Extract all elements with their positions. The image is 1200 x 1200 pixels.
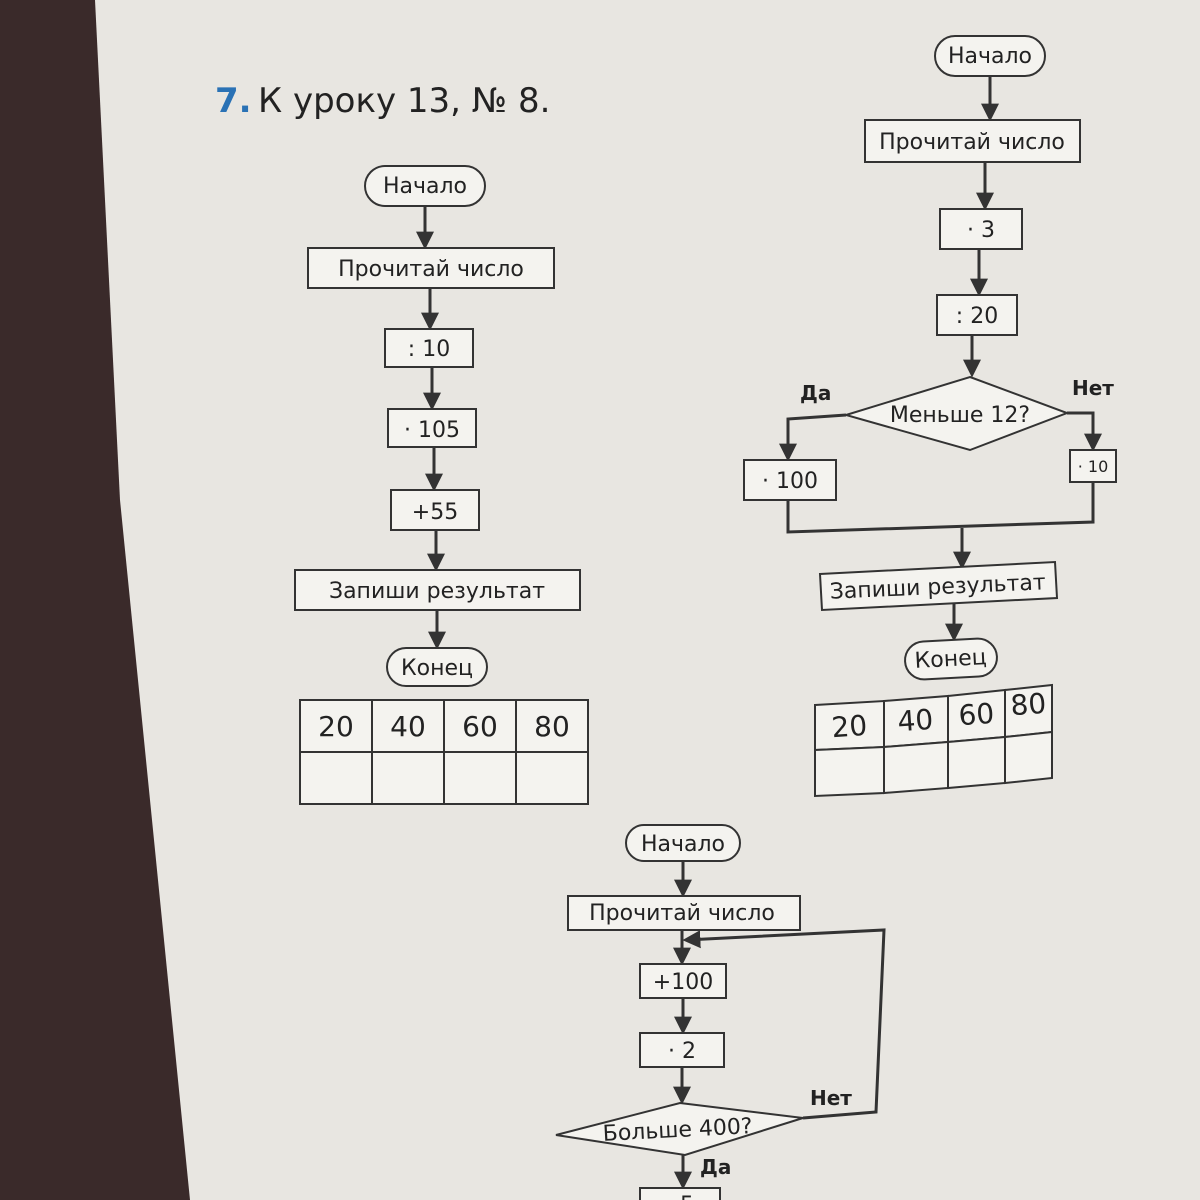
- fc3-op2-label: · 2: [668, 1039, 696, 1064]
- fc1-table-cell: [515, 699, 589, 753]
- fc2-op1-label: · 3: [967, 218, 995, 243]
- fc1-table-value: 80: [534, 710, 570, 743]
- fc1-op1-label: : 10: [408, 337, 450, 362]
- fc1-table-cell: [299, 699, 373, 753]
- fc2-end-node: [904, 637, 998, 681]
- fc3-next-op-node: [639, 1187, 721, 1200]
- fc1-write-label: Запиши результат: [329, 579, 545, 604]
- fc1-read-label: Прочитай число: [338, 257, 524, 282]
- fc1-table-cell[interactable]: [371, 751, 445, 805]
- fc2-op2-node: [936, 294, 1018, 336]
- fc2-table-cell[interactable]: [947, 735, 1006, 790]
- fc3-start-label: Начало: [641, 832, 725, 857]
- fc2-no-op-node: [1069, 449, 1117, 483]
- fc1-start-label: Начало: [383, 174, 467, 199]
- exercise-number: 7.: [215, 81, 252, 121]
- fc1-op2-label: · 105: [404, 418, 460, 443]
- fc2-no-label: Нет: [1072, 376, 1114, 400]
- fc3-op2-node: [639, 1032, 725, 1068]
- fc2-read-label: Прочитай число: [879, 130, 1065, 155]
- fc2-table: 20 40 60 80: [814, 683, 1053, 798]
- fc3-loop-back: [682, 928, 886, 1120]
- fc1-op1-node: [384, 328, 474, 368]
- fc3-no-label: Нет: [810, 1086, 852, 1110]
- fc1-table-cell[interactable]: [299, 751, 373, 805]
- fc2-no-op-label: · 10: [1078, 457, 1109, 476]
- fc2-table-cell[interactable]: [814, 745, 885, 798]
- fc2-table-value: 80: [1009, 687, 1047, 722]
- fc1-end-node: [386, 647, 488, 687]
- fc1-table-cell: [443, 699, 517, 753]
- fc2-op1-node: [939, 208, 1023, 250]
- fc2-table-value: 60: [957, 697, 995, 732]
- fc1-end-label: Конец: [401, 656, 473, 681]
- fc2-start-label: Начало: [948, 44, 1032, 69]
- fc2-condition-node: [842, 375, 1070, 452]
- fc2-yes-op-node: [743, 459, 837, 501]
- fc3-read-node: [567, 895, 801, 931]
- fc3-op1-label: +100: [653, 970, 713, 995]
- flowchart-1: Начало Прочитай число : 10 · 105 +55 Зап…: [294, 165, 589, 805]
- fc3-yes-label: Да: [700, 1155, 731, 1179]
- fc2-yes-label: Да: [800, 381, 831, 405]
- fc2-condition-label: Меньше 12?: [890, 403, 1030, 428]
- fc2-yes-branch: [779, 413, 847, 462]
- fc1-op3-label: +55: [412, 500, 458, 525]
- fc2-end-label: Конец: [914, 645, 987, 674]
- flowchart-2: Начало Прочитай число · 3 : 20 Меньше 12…: [743, 35, 1117, 798]
- fc2-op2-label: : 20: [956, 304, 998, 329]
- fc1-write-node: [294, 569, 581, 611]
- fc3-read-label: Прочитай число: [589, 901, 775, 926]
- fc3-op1-node: [639, 963, 727, 999]
- fc1-table: 20 40 60 80: [299, 699, 589, 805]
- fc2-table-value: 20: [830, 709, 868, 744]
- fc2-merge-line: [786, 482, 1095, 534]
- fc3-next-op-label: · 5: [666, 1193, 694, 1200]
- flowchart-3: Начало Прочитай число +100 · 2 Больше 40…: [555, 824, 886, 1200]
- fc1-table-value: 60: [462, 710, 498, 743]
- fc2-no-branch: [1067, 411, 1102, 452]
- fc1-table-cell[interactable]: [443, 751, 517, 805]
- fc1-table-value: 20: [318, 710, 354, 743]
- exercise-title: К уроку 13, № 8.: [258, 81, 550, 121]
- fc2-write-node: [818, 560, 1059, 612]
- fc1-table-value: 40: [390, 710, 426, 743]
- fc2-table-value: 40: [896, 703, 934, 738]
- fc1-table-cell[interactable]: [515, 751, 589, 805]
- fc2-table-cell[interactable]: [883, 740, 949, 795]
- fc3-condition-node: [555, 1101, 804, 1157]
- fc2-table-cell[interactable]: [1004, 730, 1053, 785]
- fc2-read-node: [864, 119, 1081, 163]
- fc2-yes-op-label: · 100: [762, 469, 818, 494]
- fc1-op2-node: [387, 408, 477, 448]
- page-sheet: [95, 0, 1200, 1200]
